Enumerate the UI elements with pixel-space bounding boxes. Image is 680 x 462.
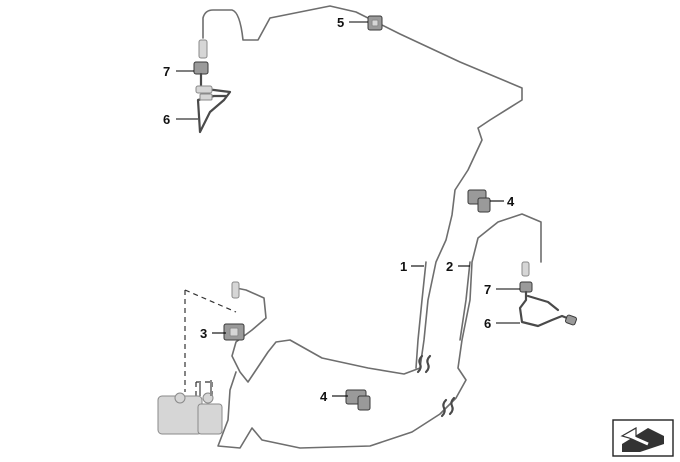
pipe-fitting [231, 281, 240, 299]
brake-line-2-break [440, 396, 456, 418]
brake-line-1-detail [415, 261, 427, 369]
clip-5 [367, 15, 383, 31]
callout-6a: 6 [163, 112, 170, 127]
dashed-connection [184, 289, 237, 396]
callout-4b: 4 [320, 389, 328, 404]
callout-5: 5 [337, 15, 344, 30]
callout-3: 3 [200, 326, 207, 341]
brake-hose-upper [193, 39, 232, 134]
callout-7a: 7 [163, 64, 170, 79]
holder-4-lower [345, 389, 371, 411]
callout-7b: 7 [484, 282, 491, 297]
arrow-icon [620, 426, 664, 452]
brake-hose-right [518, 261, 578, 328]
holder-3 [223, 323, 245, 341]
callout-6b: 6 [484, 316, 491, 331]
brake-line-2-detail [459, 261, 471, 341]
brake-line-1 [202, 5, 523, 383]
callout-2: 2 [446, 259, 453, 274]
nav-box[interactable] [612, 419, 674, 457]
callout-4a: 4 [507, 194, 515, 209]
callout-1: 1 [400, 259, 407, 274]
brake-line-2 [217, 213, 542, 449]
holder-4-upper [467, 189, 491, 213]
hydraulic-unit [157, 380, 223, 435]
brake-line-1-break [416, 354, 432, 374]
